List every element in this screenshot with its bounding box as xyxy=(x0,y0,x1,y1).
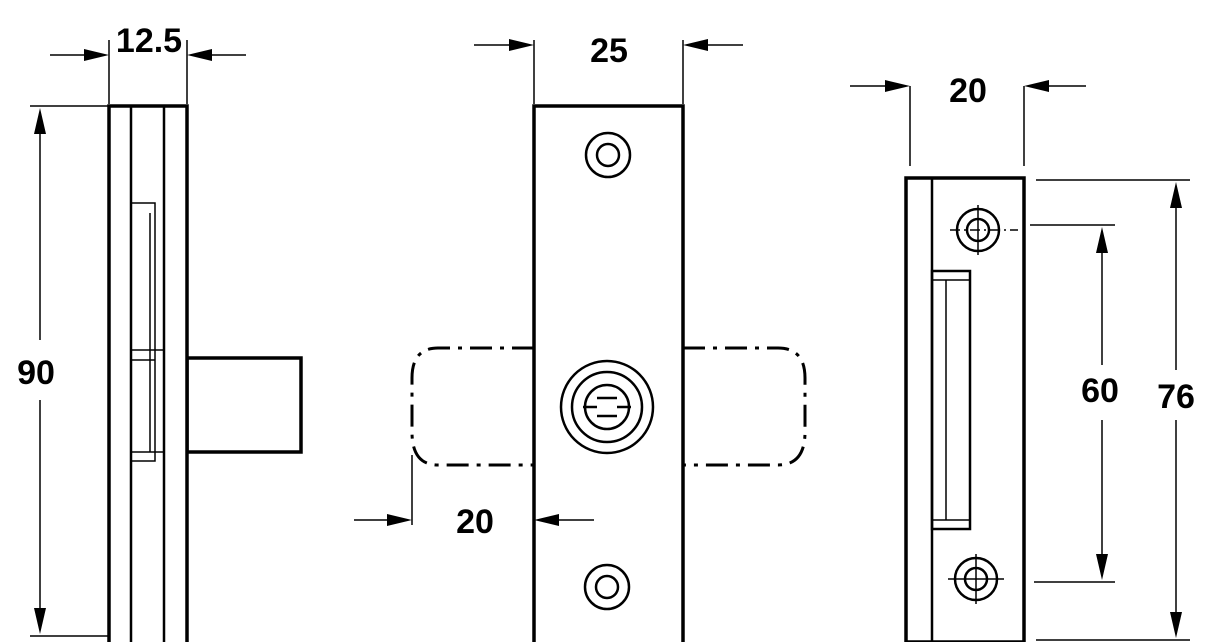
keeper-hole-spacing-label: 60 xyxy=(1081,372,1119,410)
bolt-throw-label: 20 xyxy=(456,503,494,541)
side-width-label: 12.5 xyxy=(116,22,182,60)
keeper-top-screw-hole xyxy=(950,205,1018,255)
keeper-height-label: 76 xyxy=(1157,378,1195,416)
keeper-bottom-screw-hole xyxy=(948,554,1004,604)
front-top-screw-hole xyxy=(584,131,632,179)
keeper-width-label: 20 xyxy=(949,72,987,110)
keeper-recess xyxy=(930,269,972,531)
front-bottom-screw-hole xyxy=(583,563,631,611)
key-cylinder xyxy=(559,359,655,455)
side-view: 12.5 90 xyxy=(17,22,303,642)
bolt-throw-outline xyxy=(410,346,534,467)
side-body xyxy=(107,104,189,642)
side-bolt xyxy=(185,356,303,454)
side-height-label: 90 xyxy=(17,354,55,392)
keeper-body xyxy=(904,176,1026,642)
front-width-label: 25 xyxy=(590,32,628,70)
keeper-view: 20 60 76 xyxy=(850,72,1195,642)
front-faceplate xyxy=(532,104,685,642)
front-view: 25 20 xyxy=(354,32,807,642)
